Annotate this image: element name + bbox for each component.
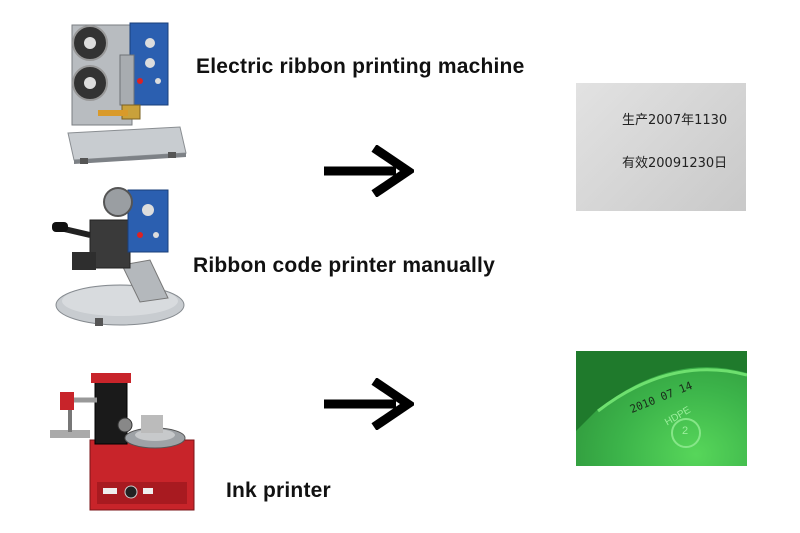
arrow-right-icon xyxy=(324,145,414,197)
ribbon-print-sample: 生产2007年1130 有效20091230日 xyxy=(576,83,746,211)
row-label-electric-ribbon: Electric ribbon printing machine xyxy=(196,55,525,78)
electric-ribbon-printing-machine-image xyxy=(67,22,187,164)
row-label-ink-printer: Ink printer xyxy=(226,479,331,502)
ribbon-sample-line-1: 生产2007年1130 xyxy=(622,113,728,128)
arrow-right-icon xyxy=(324,378,414,430)
ink-sample-recycle-code: 2 xyxy=(682,425,689,437)
ink-printer-image xyxy=(50,373,195,511)
manual-ribbon-code-printer-image xyxy=(52,187,185,326)
row-label-manual-ribbon: Ribbon code printer manually xyxy=(193,254,495,277)
cap-rim-shape xyxy=(576,351,747,448)
ribbon-sample-line-2: 有效20091230日 xyxy=(622,156,728,171)
ink-print-sample: 2010 07 14 HDPE 2 xyxy=(576,351,747,466)
